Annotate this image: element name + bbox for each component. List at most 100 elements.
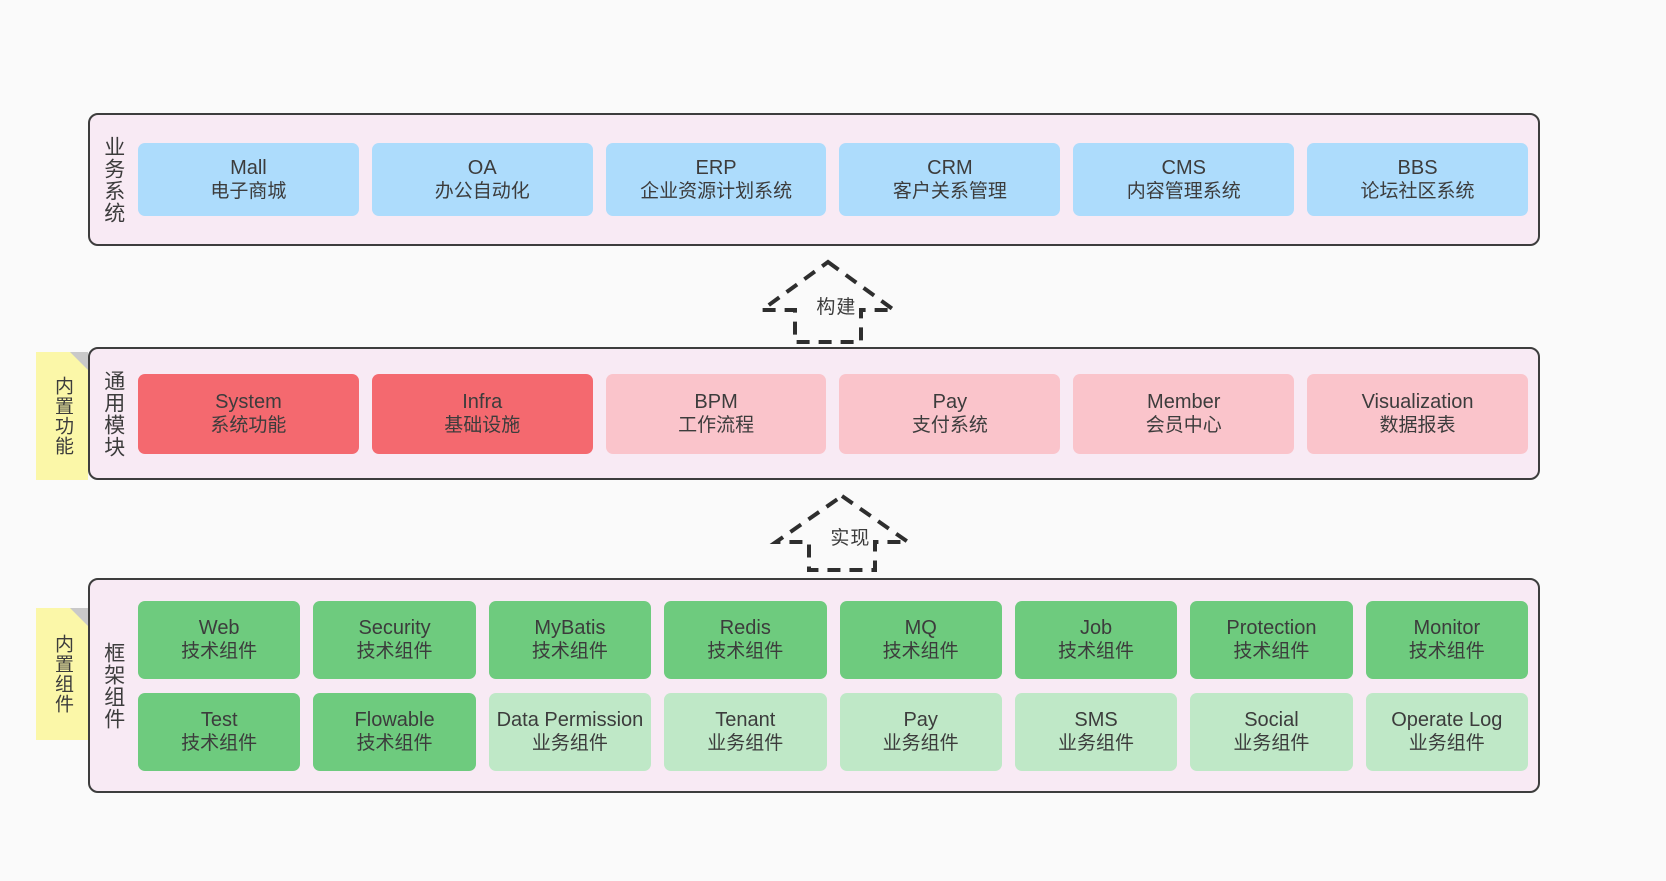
arrow-build: 构建	[755, 258, 901, 344]
card-subtitle: 技术组件	[1058, 641, 1135, 663]
card-title: BPM	[694, 390, 738, 413]
card-subtitle: 电子商城	[210, 181, 287, 203]
card-crm[interactable]: CRM 客户关系管理	[839, 143, 1061, 216]
card-title: Infra	[462, 390, 503, 413]
card-subtitle: 系统功能	[210, 415, 287, 437]
card-monitor[interactable]: Monitor 技术组件	[1365, 600, 1528, 679]
card-subtitle: 企业资源计划系统	[640, 181, 793, 203]
card-subtitle: 客户关系管理	[892, 181, 1007, 203]
card-cms[interactable]: CMS 内容管理系统	[1073, 143, 1295, 216]
card-flowable[interactable]: Flowable 技术组件	[313, 692, 476, 771]
card-mall[interactable]: Mall 电子商城	[138, 143, 359, 216]
card-infra[interactable]: Infra 基础设施	[371, 373, 593, 454]
card-subtitle: 技术组件	[1233, 641, 1310, 663]
card-row: System 系统功能 Infra 基础设施 BPM 工作流程 Pay 支付系统…	[138, 373, 1528, 454]
arrow-implement-label: 实现	[830, 528, 871, 549]
card-title: ERP	[695, 156, 737, 179]
card-title: Redis	[719, 616, 771, 639]
layer-common-modules: 通用模块 System 系统功能 Infra 基础设施 BPM 工作流程 Pay…	[88, 347, 1540, 480]
card-subtitle: 技术组件	[707, 641, 784, 663]
card-subtitle: 业务组件	[1408, 733, 1485, 755]
card-title: Mall	[230, 156, 267, 179]
card-test[interactable]: Test 技术组件	[138, 692, 301, 771]
sticky-note-builtin-components: 内置组件	[36, 608, 88, 740]
card-subtitle: 业务组件	[707, 733, 784, 755]
card-subtitle: 技术组件	[531, 641, 608, 663]
card-mq[interactable]: MQ 技术组件	[839, 600, 1002, 679]
card-web[interactable]: Web 技术组件	[138, 600, 301, 679]
card-title: Protection	[1226, 616, 1317, 639]
layer-body-common-modules: System 系统功能 Infra 基础设施 BPM 工作流程 Pay 支付系统…	[136, 349, 1538, 478]
layer-title-business-system: 业务系统	[101, 135, 125, 224]
card-title: Flowable	[354, 708, 435, 731]
card-title: SMS	[1074, 708, 1118, 731]
layer-title-common-modules: 通用模块	[101, 369, 125, 458]
layer-framework-components: 框架组件 Web 技术组件 Security 技术组件 MyBatis 技术组件…	[88, 578, 1540, 793]
card-title: Tenant	[715, 708, 776, 731]
sticky-note-label: 内置组件	[52, 634, 74, 714]
card-title: System	[215, 390, 282, 413]
card-data-permission[interactable]: Data Permission 业务组件	[488, 692, 652, 771]
card-redis[interactable]: Redis 技术组件	[664, 600, 827, 679]
card-bbs[interactable]: BBS 论坛社区系统	[1307, 143, 1528, 216]
card-title: CMS	[1161, 156, 1206, 179]
card-protection[interactable]: Protection 技术组件	[1190, 600, 1353, 679]
card-subtitle: 技术组件	[356, 733, 433, 755]
arrow-implement: 实现	[769, 492, 915, 572]
card-mybatis[interactable]: MyBatis 技术组件	[488, 600, 652, 679]
card-pay-module[interactable]: Pay 支付系统	[839, 373, 1061, 454]
sticky-note-label: 内置功能	[52, 376, 74, 456]
card-sms[interactable]: SMS 业务组件	[1014, 692, 1178, 771]
card-subtitle: 工作流程	[678, 415, 755, 437]
card-title: Security	[358, 616, 431, 639]
card-title: CRM	[927, 156, 973, 179]
card-bpm[interactable]: BPM 工作流程	[605, 373, 827, 454]
card-title: OA	[467, 156, 497, 179]
card-subtitle: 业务组件	[531, 733, 608, 755]
card-title: BBS	[1397, 156, 1438, 179]
card-subtitle: 支付系统	[911, 415, 988, 437]
card-pay-component[interactable]: Pay 业务组件	[839, 692, 1002, 771]
card-subtitle: 技术组件	[181, 641, 258, 663]
card-subtitle: 数据报表	[1379, 415, 1456, 437]
card-job[interactable]: Job 技术组件	[1014, 600, 1178, 679]
card-subtitle: 技术组件	[882, 641, 959, 663]
card-title: Pay	[903, 708, 938, 731]
card-title: Test	[200, 708, 238, 731]
layer-body-framework-components: Web 技术组件 Security 技术组件 MyBatis 技术组件 Redi…	[136, 580, 1538, 791]
card-member[interactable]: Member 会员中心	[1073, 373, 1295, 454]
card-security[interactable]: Security 技术组件	[313, 600, 476, 679]
card-oa[interactable]: OA 办公自动化	[371, 143, 593, 216]
card-tenant[interactable]: Tenant 业务组件	[664, 692, 827, 771]
card-subtitle: 业务组件	[1233, 733, 1310, 755]
card-row: Test 技术组件 Flowable 技术组件 Data Permission …	[138, 692, 1528, 771]
card-operate-log[interactable]: Operate Log 业务组件	[1365, 692, 1528, 771]
card-subtitle: 论坛社区系统	[1360, 181, 1475, 203]
sticky-note-builtin-functions: 内置功能	[36, 352, 88, 480]
arrow-build-icon	[755, 259, 901, 344]
card-title: Web	[198, 616, 240, 639]
card-visualization[interactable]: Visualization 数据报表	[1307, 373, 1528, 454]
card-row: Web 技术组件 Security 技术组件 MyBatis 技术组件 Redi…	[138, 600, 1528, 679]
card-system[interactable]: System 系统功能	[138, 373, 359, 454]
card-title: Visualization	[1361, 390, 1474, 413]
card-subtitle: 会员中心	[1145, 415, 1222, 437]
arrow-build-label: 构建	[816, 297, 857, 318]
card-title: Social	[1244, 708, 1299, 731]
card-title: Job	[1079, 616, 1113, 639]
card-row: Mall 电子商城 OA 办公自动化 ERP 企业资源计划系统 CRM 客户关系…	[138, 143, 1528, 216]
card-subtitle: 技术组件	[181, 733, 258, 755]
card-title: MyBatis	[534, 616, 606, 639]
card-subtitle: 办公自动化	[434, 181, 530, 203]
card-title: Data Permission	[496, 708, 644, 731]
layer-business-system: 业务系统 Mall 电子商城 OA 办公自动化 ERP 企业资源计划系统 CRM…	[88, 113, 1540, 246]
card-erp[interactable]: ERP 企业资源计划系统	[605, 143, 827, 216]
card-social[interactable]: Social 业务组件	[1190, 692, 1353, 771]
card-title: Monitor	[1413, 616, 1481, 639]
layer-title-framework-components: 框架组件	[101, 641, 125, 730]
card-subtitle: 业务组件	[1058, 733, 1135, 755]
card-subtitle: 技术组件	[356, 641, 433, 663]
card-subtitle: 技术组件	[1408, 641, 1485, 663]
card-title: Member	[1147, 390, 1221, 413]
